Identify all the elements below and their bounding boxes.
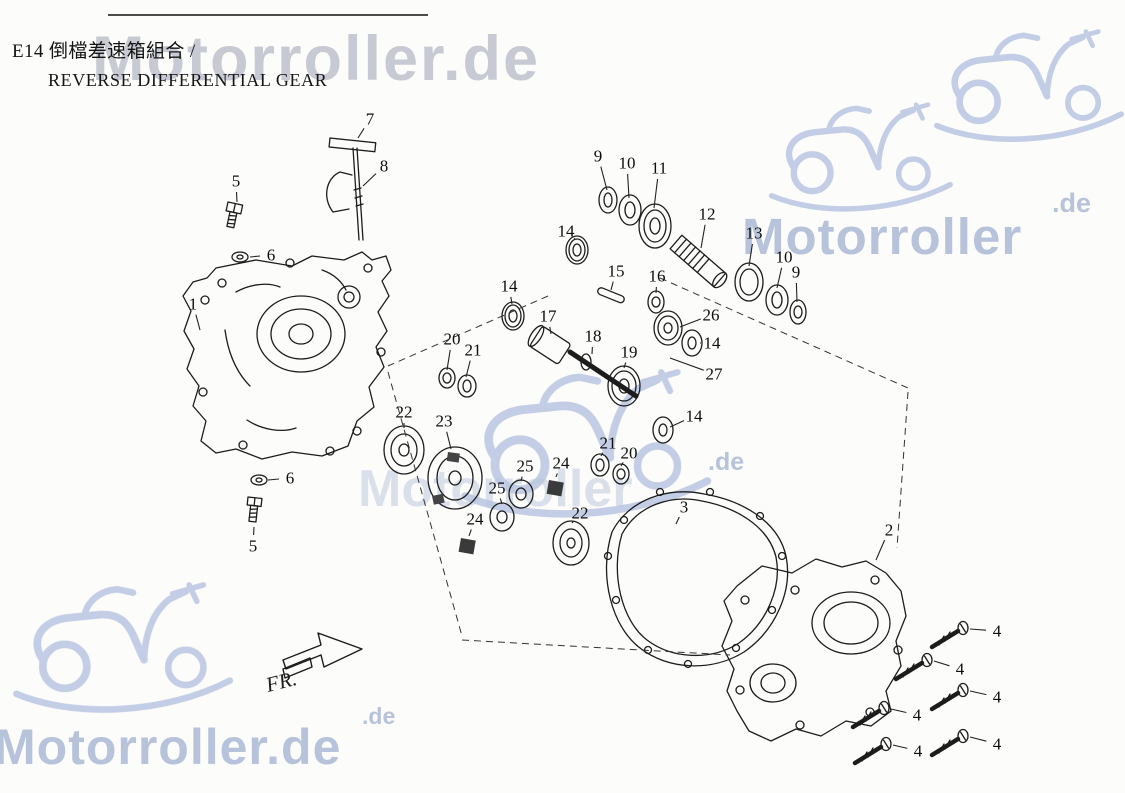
part-shift-rod-fork [326, 137, 377, 241]
page-title-zh: 倒檔差速箱組合 / [48, 41, 196, 62]
part-bolt-washer-top [225, 201, 249, 263]
drawing-layer [182, 137, 968, 764]
watermark-brand-top: Motorroller.de [92, 24, 540, 94]
scooter-logo-icon [16, 585, 229, 710]
part-screws [853, 622, 968, 764]
screw-icon [855, 738, 891, 764]
watermark-brand-bottom: Motorroller.de [0, 719, 341, 775]
leader-lines [195, 128, 987, 749]
title-block: E14 倒檔差速箱組合 / REVERSE DIFFERENTIAL GEAR [12, 36, 327, 91]
screw-icon [853, 702, 889, 728]
watermark-de-center: .de [708, 448, 744, 476]
part-clutch-cluster [383, 367, 630, 566]
part-idler-shaft [527, 324, 674, 444]
screw-icon [932, 622, 968, 648]
watermark-brand-center: Motorroller [358, 460, 632, 518]
scooter-logo-icon [772, 105, 950, 209]
watermark-brand-right: Motorroller [742, 208, 1022, 265]
fr-direction-arrow [282, 632, 363, 679]
page-code: E14 [12, 41, 44, 62]
screw-icon [932, 730, 968, 756]
watermark-logo-layer [16, 32, 1121, 710]
projection-dashed-lines [387, 277, 909, 656]
scooter-logo-icon [937, 32, 1121, 140]
watermark-text-layer: Motorroller.de .de Motorroller .de Motor… [0, 24, 1091, 775]
page-title-en: REVERSE DIFFERENTIAL GEAR [48, 70, 328, 90]
screw-icon [932, 684, 968, 710]
watermark-de-bottom: .de [362, 703, 395, 729]
part-crankcase-left [182, 251, 392, 460]
part-side-cover [721, 558, 907, 742]
part-spline-shaft [669, 234, 728, 289]
watermark-de-right: .de [1052, 188, 1091, 218]
fr-label: FR. [262, 666, 299, 697]
page-title-code-zh: E14 倒檔差速箱組合 / [12, 36, 327, 63]
part-bolt-washer-bottom [246, 474, 268, 523]
part-bearing-train-upper [501, 186, 807, 357]
